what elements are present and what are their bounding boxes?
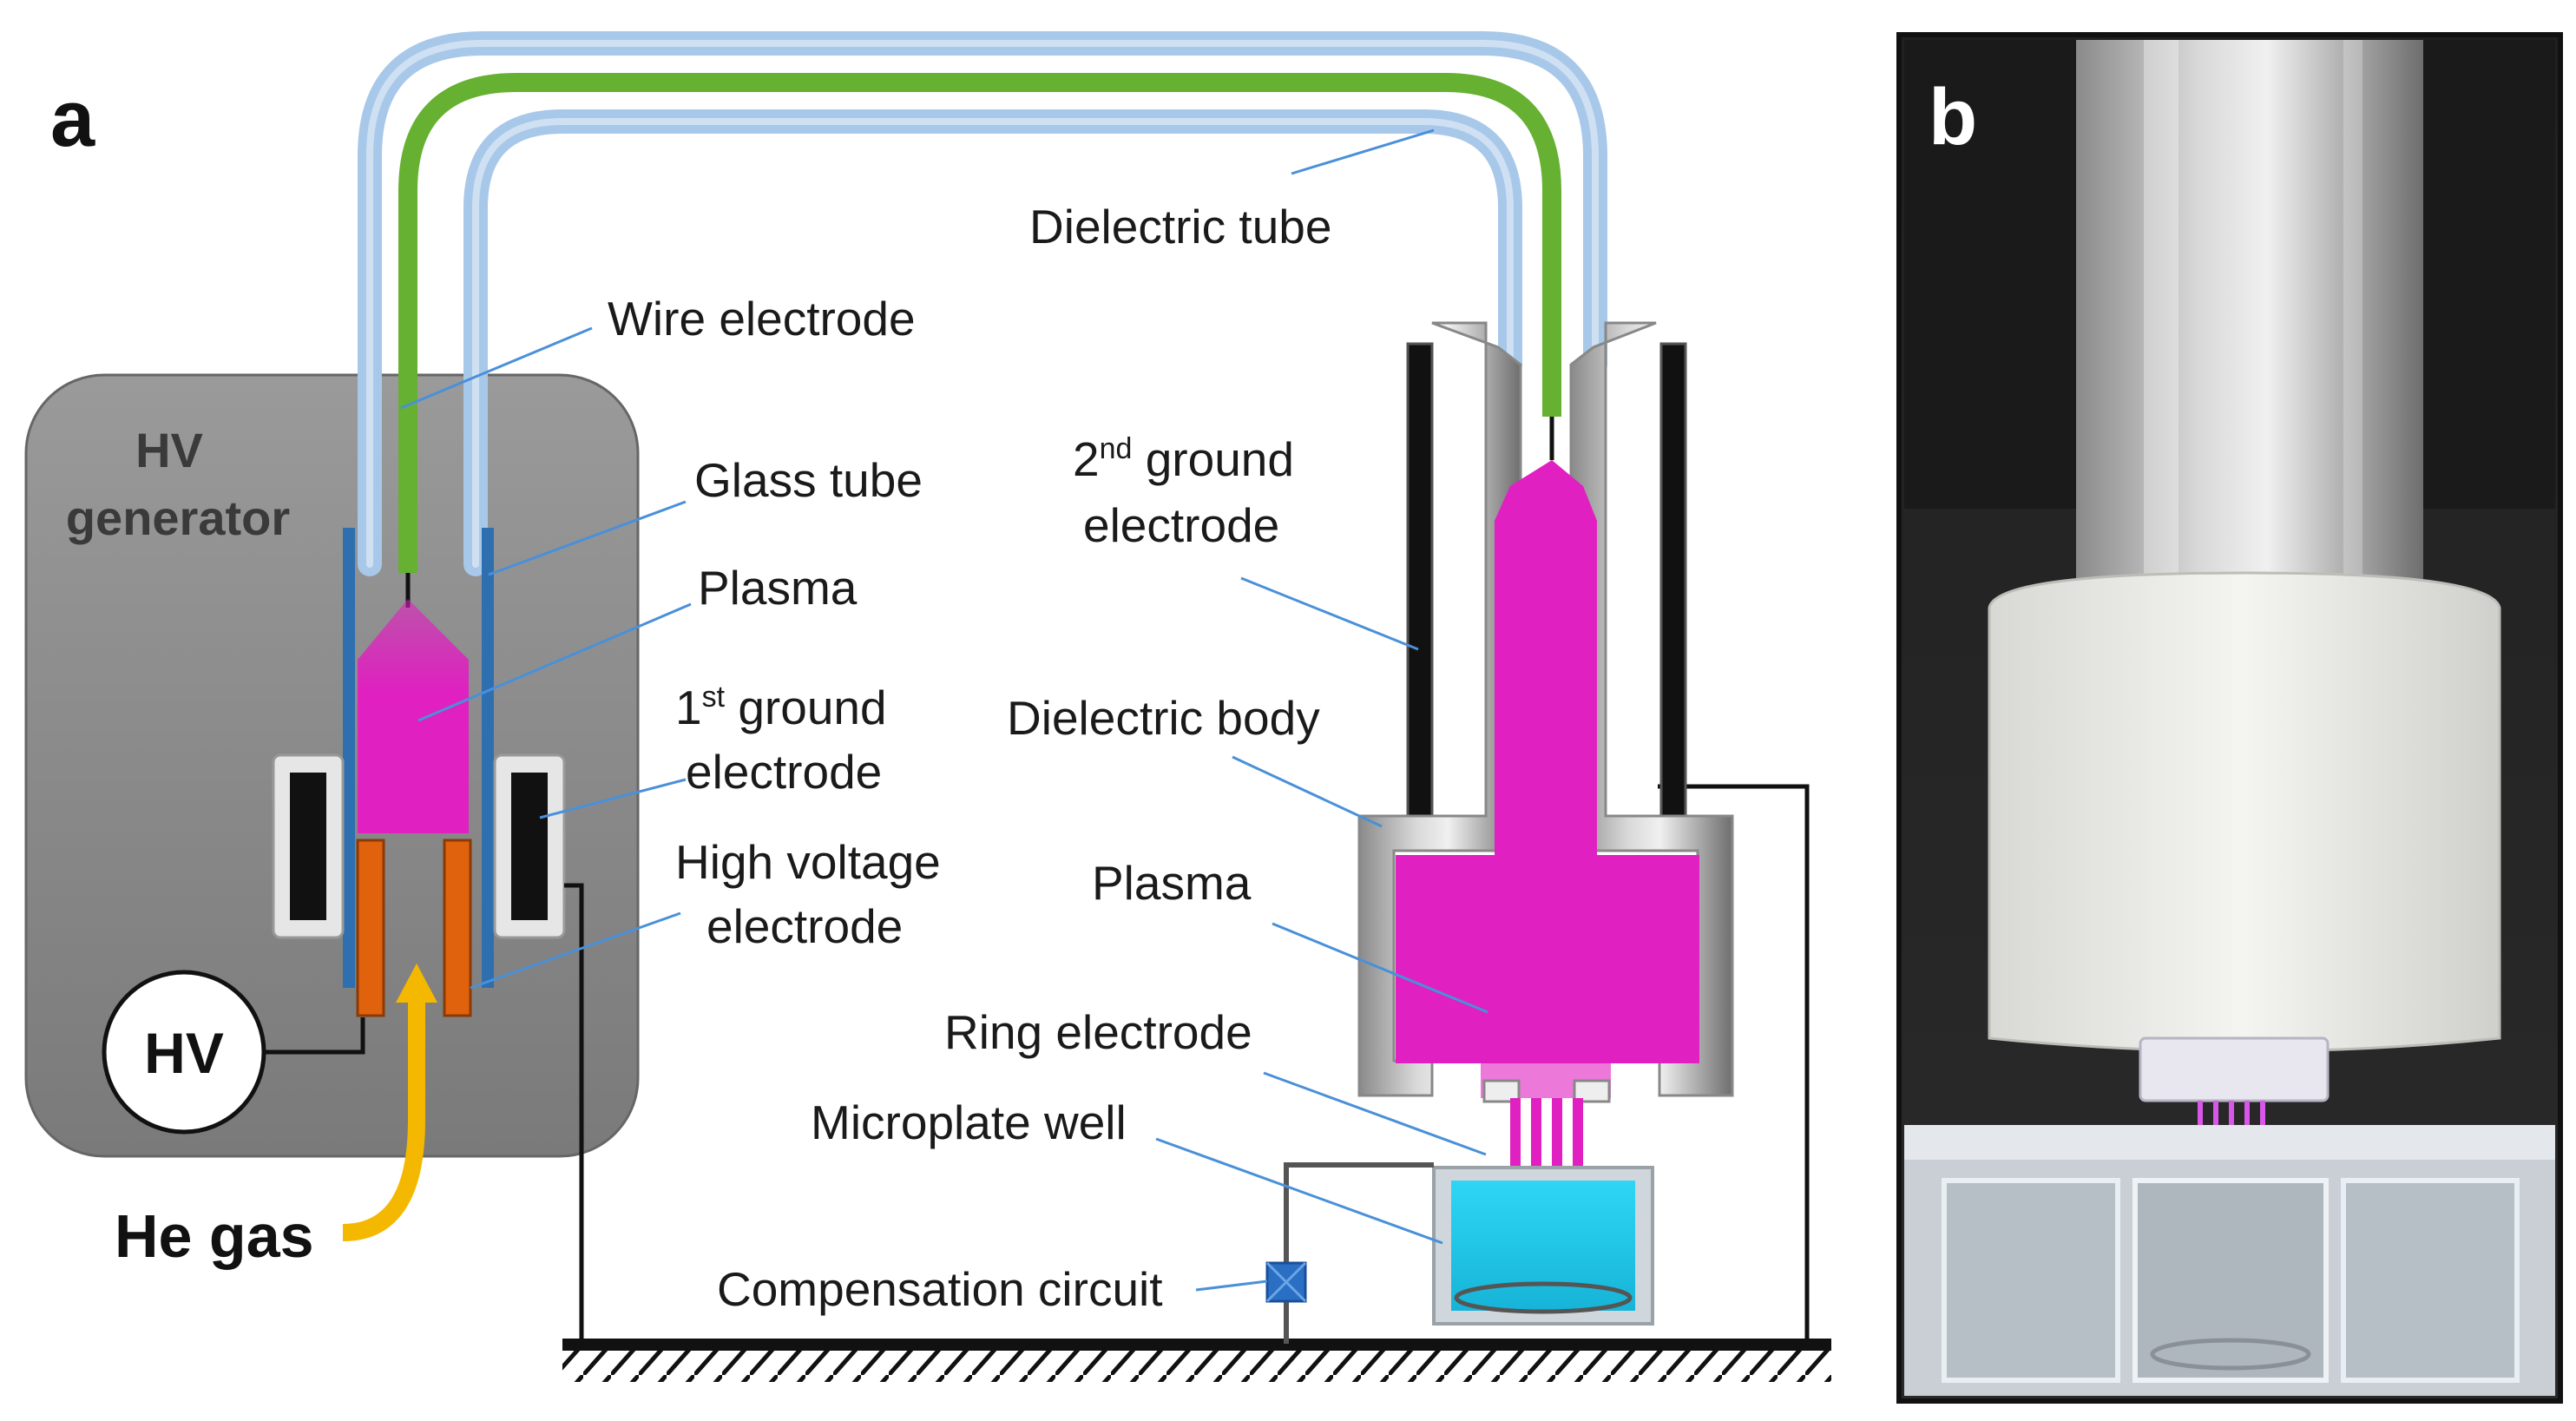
compensation-wire-top xyxy=(1284,1162,1434,1263)
dielectric-tube xyxy=(358,31,1607,576)
ground-hatch xyxy=(562,1351,1831,1382)
gas-flow-arrow xyxy=(342,998,425,1241)
first-ground-electrode xyxy=(272,753,566,939)
panel-b-photo: b xyxy=(1896,32,2563,1404)
generator-label-line2: generator xyxy=(66,490,290,545)
gas-label: He gas xyxy=(115,1202,314,1270)
leader-dielectric-tube xyxy=(1291,128,1435,175)
photo-well-center xyxy=(2132,1178,2329,1383)
leader-hv-electrode xyxy=(470,911,681,990)
photo-tube-highlight xyxy=(2144,40,2178,613)
plasma-jets xyxy=(1510,1098,1583,1185)
leader-first-ground xyxy=(539,778,687,819)
label-microplate-well: Microplate well xyxy=(811,1095,1127,1149)
label-wire-electrode: Wire electrode xyxy=(608,292,916,345)
photo-well-left xyxy=(1942,1178,2120,1383)
leader-wire-electrode xyxy=(400,326,593,410)
label-hv-electrode-line1: High voltage xyxy=(675,835,941,889)
photo-well-right xyxy=(2341,1178,2520,1383)
hv-electrode-right xyxy=(443,839,472,1017)
panel-b-label: b xyxy=(1929,73,1977,161)
leader-dielectric-body xyxy=(1232,755,1383,828)
photo-plasma-jets xyxy=(2198,1101,2265,1139)
plasma-right xyxy=(1396,460,1699,1063)
photo-microplate-rim xyxy=(1904,1125,2555,1160)
label-plasma-right: Plasma xyxy=(1092,856,1252,910)
label-dielectric-body: Dielectric body xyxy=(1007,691,1320,745)
leader-second-ground xyxy=(1240,576,1419,651)
label-first-ground-line2: electrode xyxy=(686,745,882,799)
hv-source-label: HV xyxy=(144,1021,224,1085)
compensation-circuit-mark xyxy=(1265,1261,1307,1303)
ground-wire-left xyxy=(564,883,584,1344)
ground-plane xyxy=(562,1339,1831,1351)
ground-wire-right xyxy=(1658,784,1810,1344)
hv-electrode-left xyxy=(356,839,385,1017)
second-ground-electrode-left xyxy=(1406,342,1434,832)
leader-compensation-circuit xyxy=(1195,1280,1268,1292)
photo-nozzle xyxy=(2139,1036,2330,1102)
plasma-left xyxy=(358,599,469,833)
photo-metal-tube xyxy=(2076,40,2423,613)
second-ground-number: 2 xyxy=(1073,432,1100,486)
label-compensation-circuit: Compensation circuit xyxy=(717,1262,1163,1316)
leader-plasma-right xyxy=(1272,922,1488,1014)
label-plasma-left: Plasma xyxy=(698,561,858,615)
first-ground-superscript: st xyxy=(702,681,726,714)
first-ground-number: 1 xyxy=(675,681,702,734)
generator-label-line1: HV xyxy=(135,423,203,477)
leader-ring-electrode xyxy=(1263,1071,1487,1156)
photo-white-body xyxy=(1988,571,2501,1053)
label-first-ground-line1: 1st ground xyxy=(675,681,887,734)
label-hv-electrode-line2: electrode xyxy=(706,899,903,953)
second-ground-electrode-right xyxy=(1659,342,1687,832)
label-ring-electrode: Ring electrode xyxy=(944,1005,1252,1059)
leader-plasma-left xyxy=(417,602,692,722)
leader-glass-tube xyxy=(488,500,687,576)
photo-tube-highlight-2 xyxy=(2343,40,2362,613)
first-ground-word: ground xyxy=(725,681,887,734)
hv-wire xyxy=(264,1017,365,1055)
gas-arrow-head xyxy=(396,964,437,1003)
label-glass-tube: Glass tube xyxy=(694,453,923,507)
photo-well-ring xyxy=(2150,1338,2311,1371)
ring-electrode-bottom xyxy=(1454,1281,1633,1314)
leader-microplate-well xyxy=(1155,1137,1443,1245)
glass-tube-left-wall xyxy=(343,528,355,988)
label-second-ground-line2: electrode xyxy=(1083,498,1279,552)
well-liquid xyxy=(1451,1181,1635,1311)
second-ground-word: ground xyxy=(1132,432,1294,486)
ring-electrode-left xyxy=(1482,1079,1521,1103)
second-ground-superscript: nd xyxy=(1100,432,1133,465)
label-dielectric-tube: Dielectric tube xyxy=(1029,200,1331,253)
panel-a-label: a xyxy=(50,75,95,163)
label-second-ground-line1: 2nd ground xyxy=(1073,432,1294,486)
wire-electrode xyxy=(398,73,1561,573)
glass-tube-right-wall xyxy=(482,528,494,988)
